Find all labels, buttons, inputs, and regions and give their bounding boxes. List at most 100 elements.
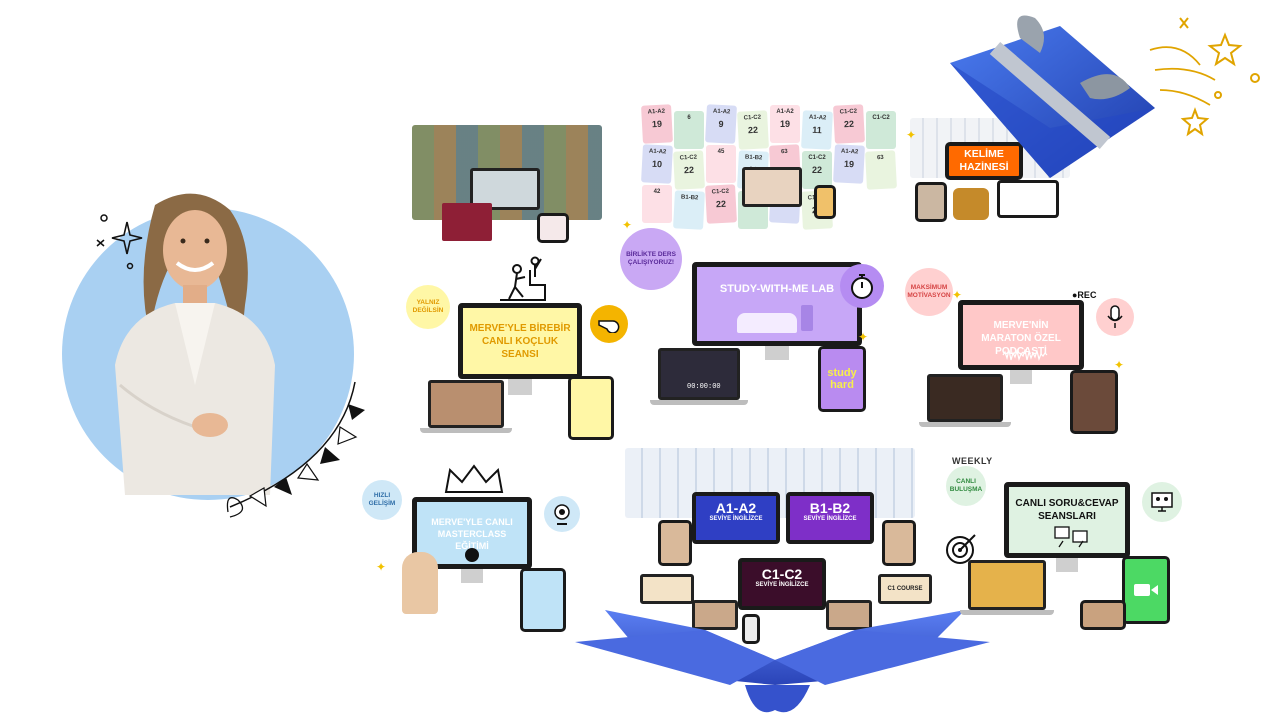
- crown-icon: [444, 464, 504, 493]
- podcast-laptop: [927, 374, 1003, 422]
- gift-box-icon: [950, 15, 1155, 178]
- a1a2-monitor: A1-A2 SEVİYE İNGİLİZCE: [692, 492, 780, 544]
- levels-tablet-left: [658, 520, 692, 566]
- c1-course-laptop-left: [640, 574, 694, 604]
- coaching-badge: YALNIZ DEĞİLSİN: [406, 285, 450, 329]
- coaching-laptop: [428, 380, 504, 428]
- podcast-monitor: MERVE'NİN MARATON ÖZEL PODCASTİ: [958, 300, 1084, 370]
- flashcard-code: B1-B2: [744, 154, 763, 162]
- qa-tablet: [1122, 556, 1170, 624]
- qa-laptop-base: [960, 610, 1054, 615]
- flashcard-number: 22: [683, 164, 695, 176]
- flashcard: C1-C2 22: [833, 104, 865, 144]
- flashcard-number: 9: [718, 118, 724, 130]
- flashcard: 45: [706, 145, 736, 183]
- flashcard-code: 6: [687, 115, 691, 121]
- microphone-icon: [1096, 298, 1134, 336]
- bunting-flags-icon: [226, 381, 365, 518]
- coaching-tablet: [568, 376, 614, 440]
- person-photo: [115, 193, 275, 495]
- climbers-icon: [500, 256, 546, 301]
- masterclass-monitor: MERVE'YLE CANLI MASTERCLASS EĞİTİMİ: [412, 497, 532, 569]
- story-books: [442, 203, 492, 241]
- podcast-tablet: [1070, 370, 1118, 434]
- study-lab-tablet: study hard: [818, 346, 866, 412]
- vocabulary-tablet: [915, 182, 947, 222]
- confetti-stars-icon: [1149, 17, 1260, 137]
- sparkle-icon: ✦: [622, 218, 633, 232]
- flashcard-number: [674, 205, 704, 207]
- flashcard-code: 63: [876, 154, 884, 162]
- weekly-label: WEEKLY: [952, 456, 993, 466]
- flashcard: A1-A2 19: [641, 104, 673, 144]
- flashcard: 42: [642, 185, 672, 223]
- coaching-laptop-base: [420, 428, 512, 433]
- flashcard-number: 19: [651, 118, 663, 130]
- flashcard-tablet: [814, 185, 836, 219]
- flashcard: 6: [674, 111, 704, 149]
- flashcard-code: B1-B2: [680, 194, 699, 202]
- flashcard: C1-C2 22: [673, 150, 705, 190]
- masterclass-person: [402, 552, 438, 614]
- doodle-sparkle-icon: [96, 214, 143, 270]
- flashcard-code: A1-A2: [647, 108, 666, 116]
- flashcard-number: 22: [747, 124, 759, 136]
- masterclass-badge: HIZLI GELİŞİM: [362, 480, 402, 520]
- target-icon: [946, 534, 976, 564]
- flashcard-code: A1-A2: [840, 148, 859, 156]
- b1b2-code: B1-B2: [809, 500, 851, 516]
- flashcard: C1-C2: [866, 111, 896, 149]
- sparkle-icon: ✦: [1114, 358, 1125, 372]
- whistle-icon: [590, 305, 628, 343]
- vocabulary-title: KELİME HAZİNESİ: [945, 142, 1023, 180]
- speech-bubbles-icon: [1054, 526, 1088, 548]
- study-hard-text: study hard: [827, 367, 857, 391]
- flashcard-code: C1-C2: [679, 154, 698, 162]
- qa-laptop: [968, 560, 1046, 610]
- flashcard-code: C1-C2: [743, 114, 762, 122]
- b1b2-monitor: B1-B2 SEVİYE İNGİLİZCE: [786, 492, 874, 544]
- flashcard-laptop: [742, 167, 802, 207]
- story-tablet: [537, 213, 569, 243]
- podcast-title: MERVE'NİN MARATON ÖZEL PODCASTİ: [981, 320, 1061, 357]
- study-lab-monitor: STUDY-WITH-ME LAB: [692, 262, 862, 346]
- study-lab-timer: 00:00:00: [687, 383, 721, 391]
- sparkle-icon: ✦: [952, 288, 963, 302]
- lamp-icon: [801, 305, 813, 331]
- levels-laptop-bottom-left: [692, 600, 738, 630]
- sparkle-icon: ✦: [376, 560, 387, 574]
- open-box-icon: [575, 610, 990, 713]
- flashcard-number: [770, 159, 800, 161]
- coaching-title: MERVE'YLE BİREBİR CANLI KOÇLUK SEANSI: [469, 323, 571, 360]
- levels-tablet-right: [882, 520, 916, 566]
- masterclass-title: MERVE'YLE CANLI MASTERCLASS EĞİTİMİ: [431, 517, 513, 551]
- video-camera-icon: [1134, 584, 1158, 596]
- c1c2-code: C1-C2: [761, 566, 803, 582]
- a1a2-label: SEVİYE İNGİLİZCE: [709, 516, 763, 522]
- podcast-monitor-stand: [1010, 370, 1032, 384]
- flashcard-number: 19: [843, 158, 855, 170]
- vocabulary-monitor: [997, 180, 1059, 218]
- flashcard-number: 22: [843, 118, 855, 130]
- vocabulary-module: KELİME HAZİNESİ: [905, 118, 1075, 228]
- sparkle-icon: ✦: [906, 128, 917, 142]
- flashcard: 63: [865, 150, 897, 190]
- podcast-badge: MAKSİMUM MOTİVASYON: [905, 268, 953, 316]
- qa-monitor-stand: [1056, 558, 1078, 572]
- flashcard-code: C1-C2: [839, 108, 858, 116]
- webcam-icon: [544, 496, 580, 532]
- flashcard: A1-A2 19: [833, 144, 865, 184]
- graduation-cap-icon: [465, 548, 479, 562]
- open-book-icon: [737, 313, 797, 333]
- c1-course-label: C1 COURSE: [887, 586, 923, 592]
- treasure-chest-icon: [953, 188, 989, 220]
- story-collection-mockup: [412, 125, 602, 245]
- levels-phone: [742, 614, 760, 644]
- study-lab-laptop: 00:00:00: [658, 348, 740, 400]
